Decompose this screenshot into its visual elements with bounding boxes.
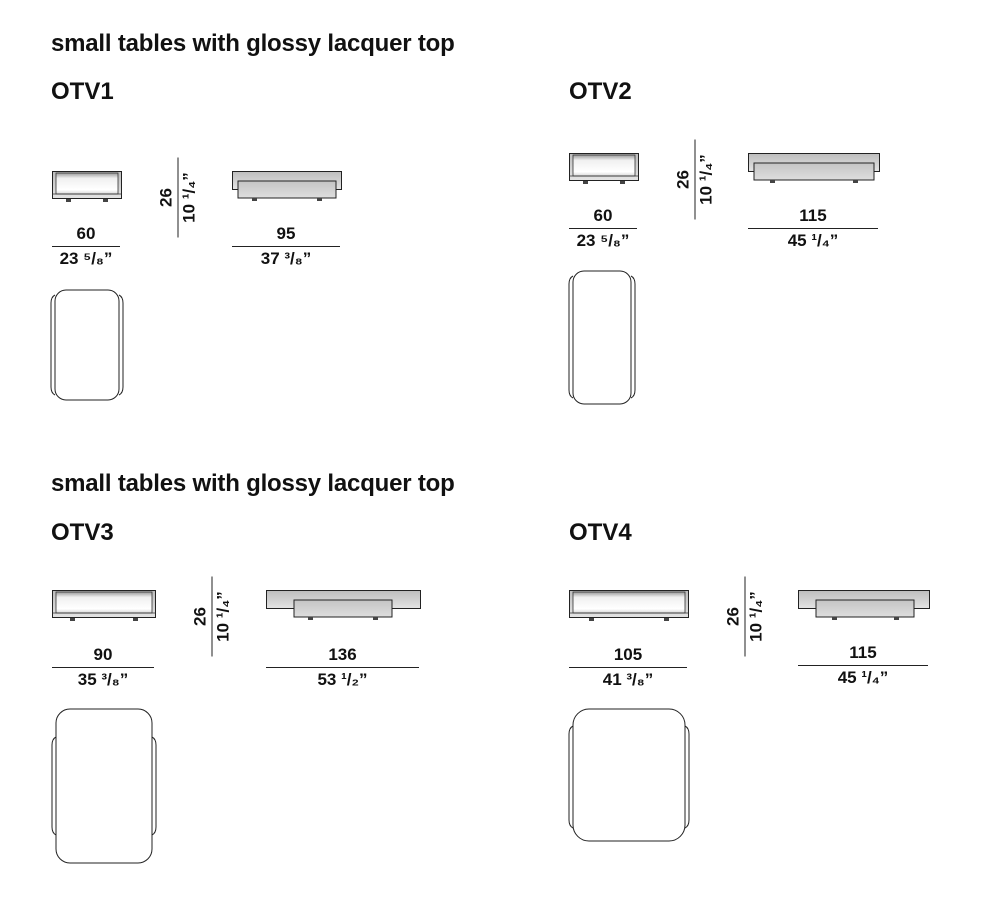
otv2-height-in: 10 ¹/₄”	[696, 154, 716, 205]
otv1-height-cm: 26	[156, 188, 176, 207]
dimension-rule	[744, 576, 746, 657]
dimension-rule	[569, 228, 637, 229]
otv1-height-in: 10 ¹/₄”	[179, 172, 199, 223]
otv3-side-width-in: 53 ¹/₂”	[317, 670, 368, 689]
otv4-height-in: 10 ¹/₄”	[746, 591, 766, 642]
model-title-otv4: OTV4	[569, 519, 632, 546]
model-title-otv1: OTV1	[51, 78, 114, 105]
otv2-side-width-in: 45 ¹/₄”	[787, 231, 839, 250]
otv4-height-dimension: 26 10 ¹/₄”	[723, 576, 767, 657]
otv2-top-view	[568, 270, 636, 405]
otv4-side-width: 115 45 ¹/₄”	[798, 643, 928, 688]
otv2-side-view	[748, 153, 880, 183]
otv3-side-width-cm: 136	[328, 645, 357, 664]
otv4-front-width-cm: 105	[613, 645, 643, 664]
dimension-rule	[748, 228, 878, 229]
otv2-height-cm: 26	[673, 170, 693, 189]
otv1-top-view	[50, 289, 124, 401]
otv2-side-width: 115 45 ¹/₄”	[748, 206, 878, 251]
otv4-top-view	[568, 708, 690, 842]
otv4-front-view	[569, 590, 689, 621]
otv3-height-dimension: 26 10 ¹/₄”	[190, 576, 234, 657]
otv4-side-width-in: 45 ¹/₄”	[837, 668, 889, 687]
otv1-front-width-cm: 60	[76, 224, 96, 243]
otv1-height-dimension: 26 10 ¹/₄”	[156, 157, 200, 238]
otv4-side-view	[798, 590, 930, 620]
section-title: small tables with glossy lacquer top	[51, 470, 455, 497]
otv1-front-width-in: 23 ⁵/₈”	[59, 249, 113, 268]
otv3-height-in: 10 ¹/₄”	[213, 591, 233, 642]
dimension-rule	[694, 139, 696, 220]
otv2-front-width-cm: 60	[593, 206, 613, 225]
otv2-front-view	[569, 153, 639, 184]
otv1-front-view	[52, 171, 122, 202]
otv3-height-cm: 26	[190, 607, 210, 626]
dimension-rule	[798, 665, 928, 666]
dimension-rule	[266, 667, 419, 668]
model-title-otv2: OTV2	[569, 78, 632, 105]
otv4-front-width-in: 41 ³/₈”	[602, 670, 654, 689]
otv2-front-width: 60 23 ⁵/₈”	[569, 206, 637, 251]
dimension-rule	[52, 667, 154, 668]
otv3-side-width: 136 53 ¹/₂”	[266, 645, 419, 690]
dimension-rule	[211, 576, 213, 657]
otv2-side-width-cm: 115	[799, 206, 827, 225]
otv2-front-width-in: 23 ⁵/₈”	[576, 231, 630, 250]
otv3-front-width-in: 35 ³/₈”	[77, 670, 129, 689]
section-title: small tables with glossy lacquer top	[51, 30, 455, 57]
dimension-rule	[232, 246, 340, 247]
otv4-front-width: 105 41 ³/₈”	[569, 645, 687, 690]
otv3-front-width-cm: 90	[93, 645, 113, 664]
model-title-otv3: OTV3	[51, 519, 114, 546]
otv3-side-view	[266, 590, 421, 620]
dimension-rule	[177, 157, 179, 238]
otv3-top-view	[51, 708, 157, 864]
dimension-rule	[52, 246, 120, 247]
otv2-height-dimension: 26 10 ¹/₄”	[673, 139, 717, 220]
otv4-height-cm: 26	[723, 607, 743, 626]
otv1-side-width: 95 37 ³/₈”	[232, 224, 340, 269]
otv1-side-view	[232, 171, 342, 201]
otv1-side-width-in: 37 ³/₈”	[260, 249, 312, 268]
dimension-rule	[569, 667, 687, 668]
otv1-side-width-cm: 95	[276, 224, 296, 243]
otv4-side-width-cm: 115	[849, 643, 877, 662]
otv3-front-view	[52, 590, 156, 621]
otv1-front-width: 60 23 ⁵/₈”	[52, 224, 120, 269]
otv3-front-width: 90 35 ³/₈”	[52, 645, 154, 690]
